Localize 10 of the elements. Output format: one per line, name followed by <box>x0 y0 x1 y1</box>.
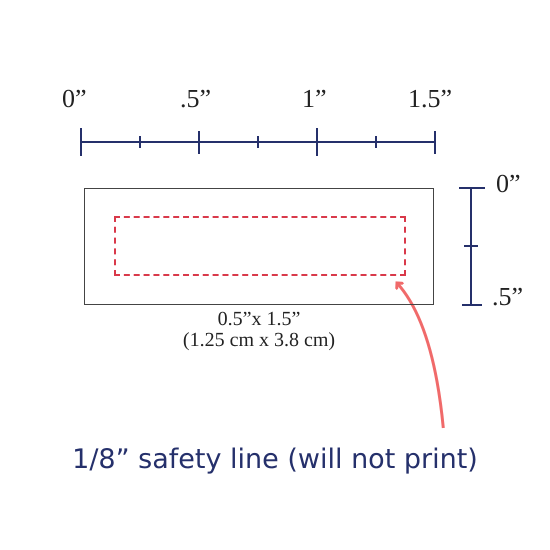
ruler-label: .5” <box>180 86 212 112</box>
dimension-text: 0.5”x 1.5” <box>218 309 300 330</box>
ruler-label: 0” <box>62 86 87 112</box>
ruler-label: 1” <box>302 86 327 112</box>
ruler-label: 1.5” <box>408 86 452 112</box>
dimension-text: (1.25 cm x 3.8 cm) <box>182 330 336 351</box>
safety-line-caption: 1/8” safety line (will not print) <box>72 442 478 477</box>
ruler-label: 0” <box>496 171 521 197</box>
ruler-label: .5” <box>492 284 524 310</box>
arrow <box>394 282 445 428</box>
